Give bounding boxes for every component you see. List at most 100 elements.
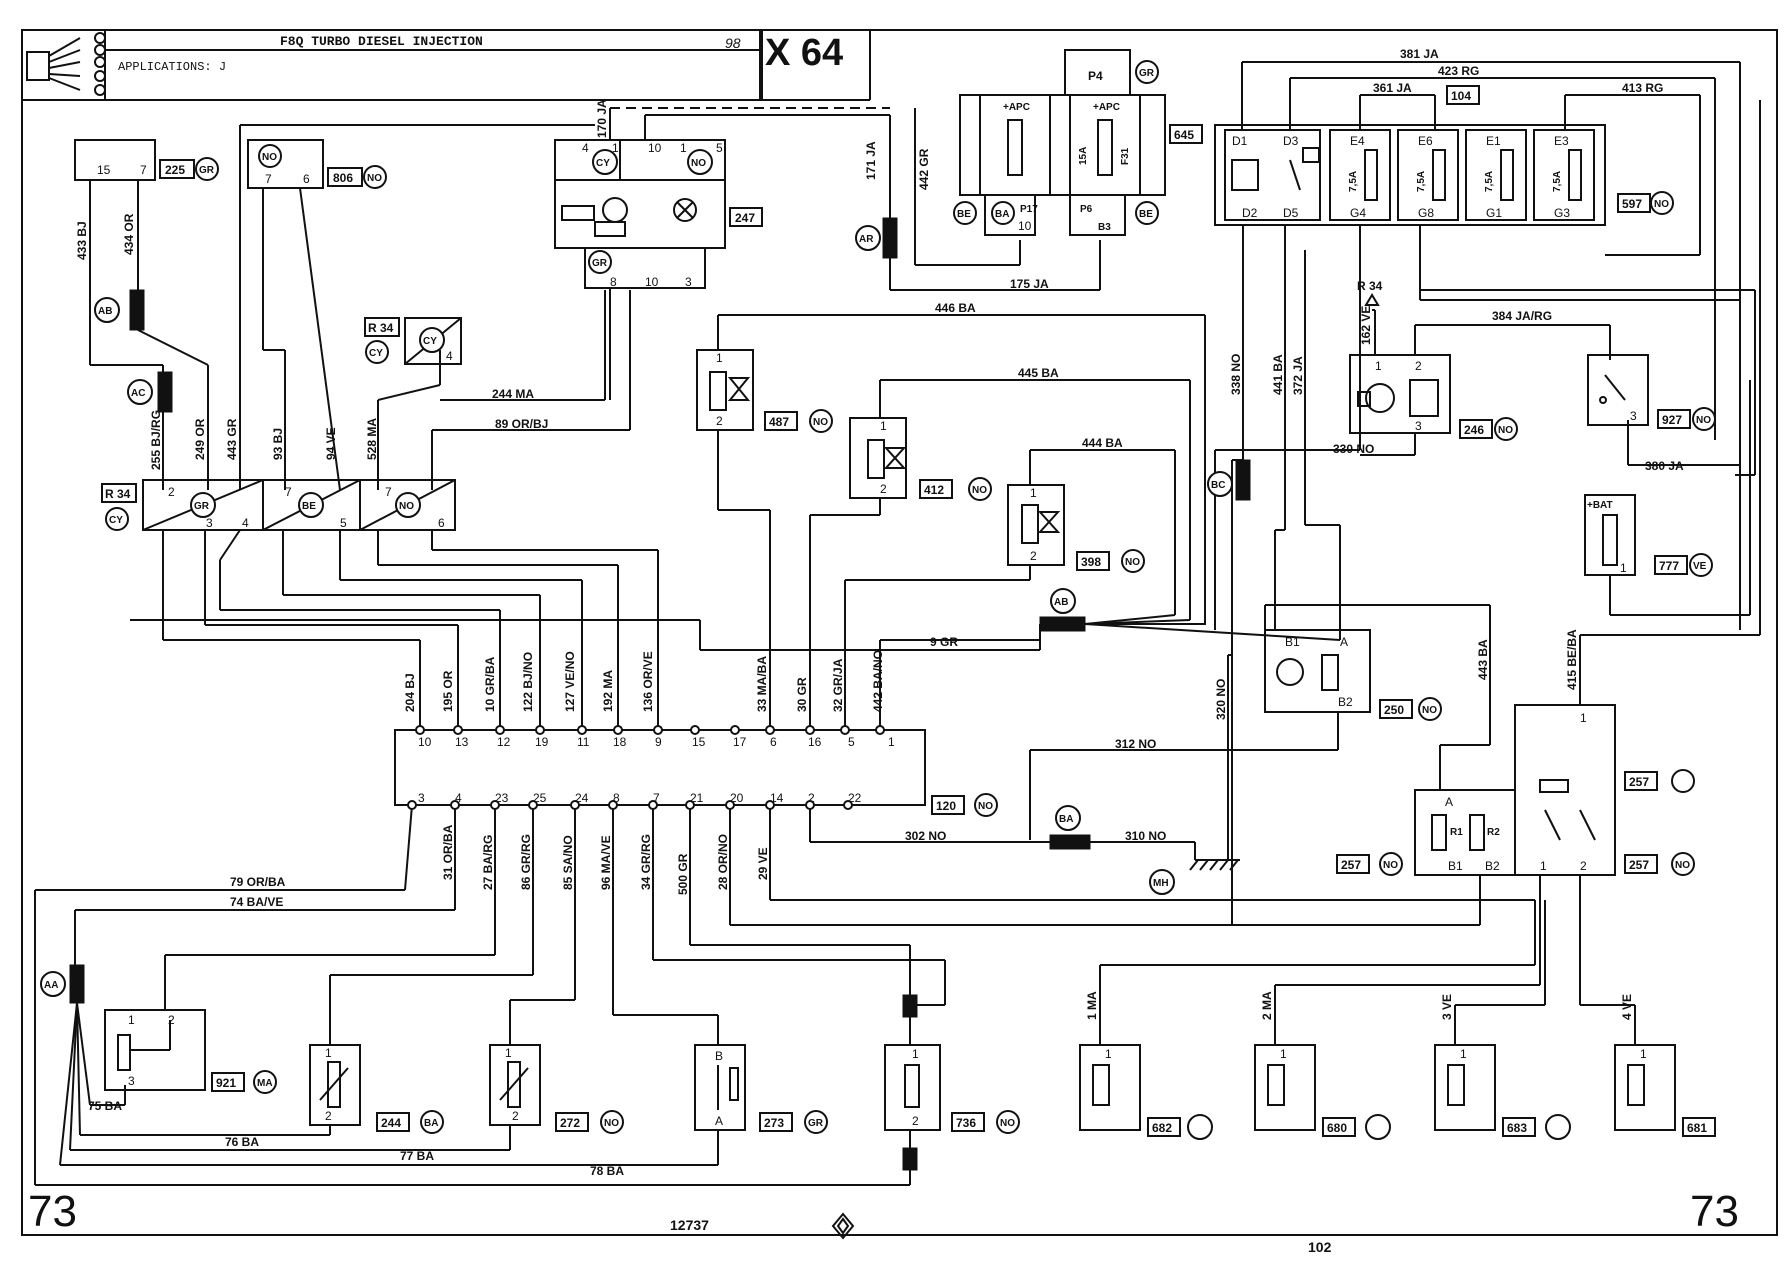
svg-text:G3: G3 <box>1554 206 1570 220</box>
svg-text:15A: 15A <box>1078 147 1089 165</box>
drawing-number: 12737 <box>670 1217 709 1233</box>
svg-text:30 GR: 30 GR <box>795 677 809 712</box>
component-225: 15 7 225 GR <box>74 139 219 181</box>
svg-text:441 BA: 441 BA <box>1271 354 1285 395</box>
svg-text:10: 10 <box>645 275 659 289</box>
svg-text:NO: NO <box>813 417 828 428</box>
svg-text:BE: BE <box>957 209 971 220</box>
svg-text:5: 5 <box>848 735 855 749</box>
svg-text:255 BJ/RG: 255 BJ/RG <box>149 410 163 470</box>
svg-text:3: 3 <box>206 516 213 530</box>
svg-text:1: 1 <box>880 419 887 433</box>
svg-text:CY: CY <box>423 336 437 347</box>
wire-labels-ecu-bottom: 79 OR/BA 74 BA/VE 31 OR/BA 27 BA/RG 86 G… <box>230 824 770 909</box>
svg-text:86 GR/RG: 86 GR/RG <box>519 834 533 890</box>
svg-text:1: 1 <box>1280 1047 1287 1061</box>
svg-text:246: 246 <box>1464 423 1484 437</box>
glow-plug-tags: 682 680 683 681 <box>1147 1114 1716 1140</box>
component-247: 4 1 10 1 5 CY NO GR 8 10 3 247 <box>554 139 763 289</box>
wires-top-right <box>1241 61 1741 630</box>
svg-text:11: 11 <box>577 735 590 749</box>
svg-text:32 GR/JA: 32 GR/JA <box>831 658 845 712</box>
svg-text:7: 7 <box>140 163 147 177</box>
svg-text:1: 1 <box>1640 1047 1647 1061</box>
svg-text:NO: NO <box>399 501 414 512</box>
connector-icon <box>26 32 106 96</box>
svg-text:77 BA: 77 BA <box>400 1149 434 1163</box>
svg-text:NO: NO <box>262 152 277 163</box>
svg-text:384 JA/RG: 384 JA/RG <box>1492 309 1552 323</box>
svg-text:G8: G8 <box>1418 206 1434 220</box>
svg-text:192 MA: 192 MA <box>601 670 615 712</box>
svg-text:GR: GR <box>194 501 210 512</box>
page-frame <box>21 29 1778 1236</box>
svg-text:446 BA: 446 BA <box>935 301 976 315</box>
svg-text:361 JA: 361 JA <box>1373 81 1412 95</box>
svg-text:104: 104 <box>1451 89 1471 103</box>
wires-446-445-444 <box>717 314 1206 730</box>
svg-text:NO: NO <box>604 1118 619 1129</box>
svg-text:171 JA: 171 JA <box>864 141 878 180</box>
svg-text:16: 16 <box>808 735 822 749</box>
component-273: B A 273 GR <box>694 1044 828 1134</box>
component-597: D1 D3 D2 D5 E4 E6 E1 E3 G4 G8 G1 G3 7,5A… <box>1214 124 1674 226</box>
component-645: P4 GR +APC +APC 15A F31 P17 10 P6 B3 BE … <box>953 49 1203 236</box>
wires-257 <box>1439 100 1761 925</box>
splice-ac <box>157 371 173 413</box>
svg-text:76 BA: 76 BA <box>225 1135 259 1149</box>
wires-338-441-372 <box>1214 225 1361 925</box>
svg-text:NO: NO <box>1696 415 1711 426</box>
component-272: 1 2 272 NO <box>489 1044 624 1134</box>
svg-text:R 34: R 34 <box>368 321 394 335</box>
svg-text:4: 4 <box>446 349 453 363</box>
svg-text:310 NO: 310 NO <box>1125 829 1166 843</box>
wires-ecu-bottom <box>34 804 1535 1186</box>
svg-text:BE: BE <box>1139 209 1153 220</box>
ecu-bottom-pin-dots <box>407 800 853 810</box>
svg-text:380 JA: 380 JA <box>1645 459 1684 473</box>
component-736: 1 2 736 NO <box>884 1044 1020 1134</box>
svg-text:247: 247 <box>735 211 755 225</box>
svg-text:79 OR/BA: 79 OR/BA <box>230 875 286 889</box>
component-246: 1 2 3 246 NO <box>1349 354 1518 441</box>
svg-text:D5: D5 <box>1283 206 1299 220</box>
svg-text:B1: B1 <box>1448 859 1463 873</box>
svg-text:+BAT: +BAT <box>1587 500 1613 511</box>
svg-text:NO: NO <box>1125 557 1140 568</box>
svg-text:443 BA: 443 BA <box>1476 639 1490 680</box>
component-412: 1 2 412 NO <box>849 417 992 501</box>
svg-text:MH: MH <box>1153 878 1169 889</box>
svg-text:B: B <box>715 1049 723 1063</box>
svg-text:+APC: +APC <box>1093 102 1120 113</box>
component-257-relay: A B1 B2 R1 R2 257 NO <box>1336 789 1516 876</box>
svg-text:273: 273 <box>764 1116 784 1130</box>
svg-text:NO: NO <box>1675 860 1690 871</box>
svg-text:75 BA: 75 BA <box>88 1099 122 1113</box>
svg-text:4: 4 <box>455 791 462 805</box>
svg-text:683: 683 <box>1507 1121 1527 1135</box>
svg-text:R1: R1 <box>1450 827 1463 838</box>
svg-text:CY: CY <box>596 158 610 169</box>
svg-text:1: 1 <box>680 141 687 155</box>
svg-text:257: 257 <box>1341 858 1361 872</box>
svg-text:7,5A: 7,5A <box>1484 171 1495 192</box>
svg-text:15: 15 <box>97 163 111 177</box>
svg-text:120: 120 <box>936 799 956 813</box>
svg-text:8: 8 <box>613 791 620 805</box>
wire-labels-left: 433 BJ 434 OR 255 BJ/RG 249 OR 443 GR 93… <box>75 213 548 470</box>
svg-text:175 JA: 175 JA <box>1010 277 1049 291</box>
svg-text:NO: NO <box>1422 705 1437 716</box>
component-487: 1 2 487 NO <box>696 349 833 433</box>
wires-left <box>89 124 631 491</box>
svg-text:13: 13 <box>455 735 469 749</box>
svg-text:93 BJ: 93 BJ <box>271 428 285 460</box>
svg-text:2: 2 <box>716 414 723 428</box>
svg-text:B1: B1 <box>1285 635 1300 649</box>
svg-text:195 OR: 195 OR <box>441 670 455 712</box>
svg-text:P4: P4 <box>1088 69 1103 83</box>
svg-text:7: 7 <box>653 791 660 805</box>
svg-text:1: 1 <box>1105 1047 1112 1061</box>
svg-text:225: 225 <box>165 163 185 177</box>
page-number: 102 <box>1308 1239 1332 1255</box>
svg-text:7: 7 <box>265 172 272 186</box>
